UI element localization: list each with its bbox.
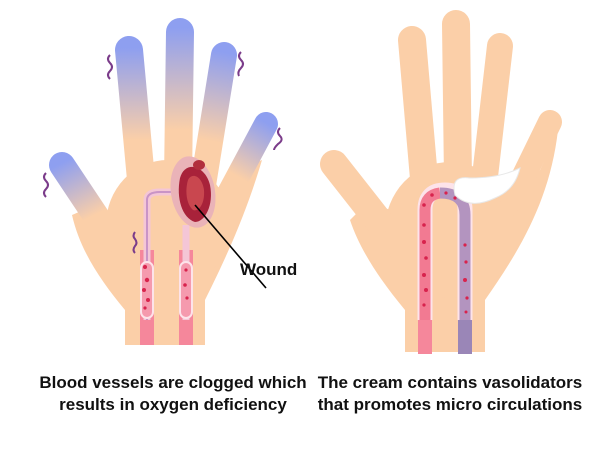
clogged-vessels: [140, 188, 193, 345]
healthy-vessels: [417, 167, 521, 354]
thumb: [49, 152, 113, 235]
index-finger: [115, 36, 156, 204]
wound: [170, 156, 267, 289]
ring-finger: [190, 42, 237, 198]
wound-pointer-line: [194, 204, 267, 289]
left-caption: Blood vessels are clogged which results …: [39, 373, 307, 414]
tingling-marks: [43, 51, 283, 254]
right-caption: The cream contains vasolidators that pro…: [317, 373, 583, 414]
wound-label: Wound: [240, 260, 298, 279]
cream-dollop: [453, 167, 521, 204]
pinky-finger: [216, 112, 278, 207]
middle-finger: [164, 18, 194, 194]
left-hand: [43, 18, 283, 345]
